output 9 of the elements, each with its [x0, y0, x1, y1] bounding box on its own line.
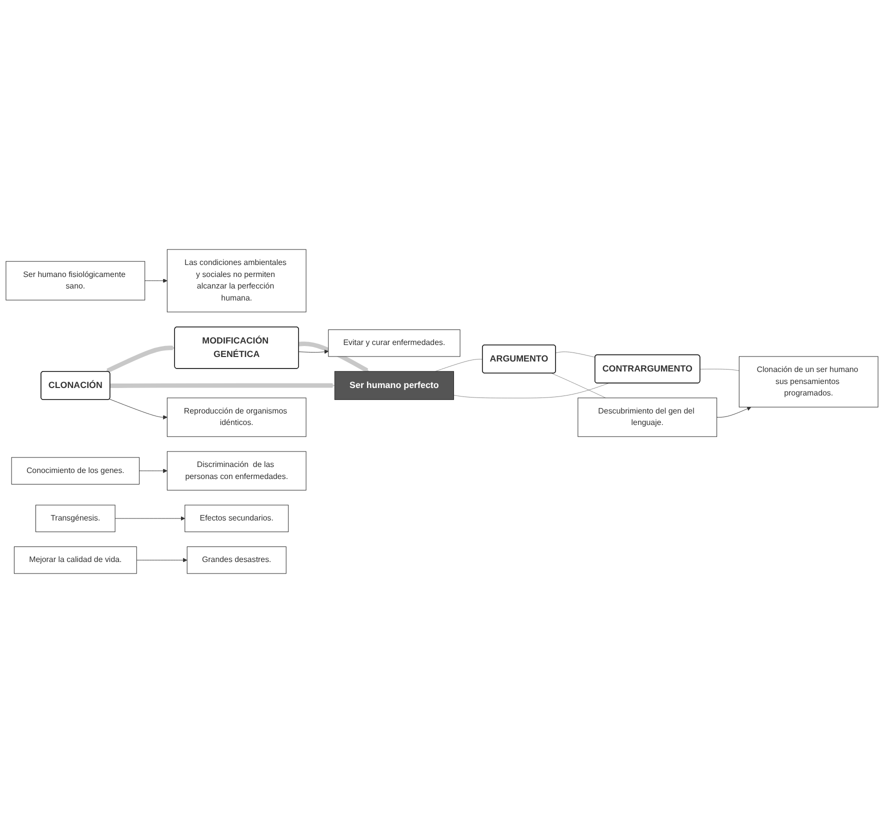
- arrow: [298, 342, 369, 372]
- connector-line: [551, 373, 606, 398]
- connector-line: [434, 358, 483, 372]
- connector-line: [700, 368, 740, 371]
- connector-line: [556, 352, 596, 358]
- arrow: [106, 346, 176, 373]
- arrow: [110, 383, 335, 388]
- connector-line: [454, 383, 609, 398]
- node-box: Ser humano perfecto: [334, 371, 454, 400]
